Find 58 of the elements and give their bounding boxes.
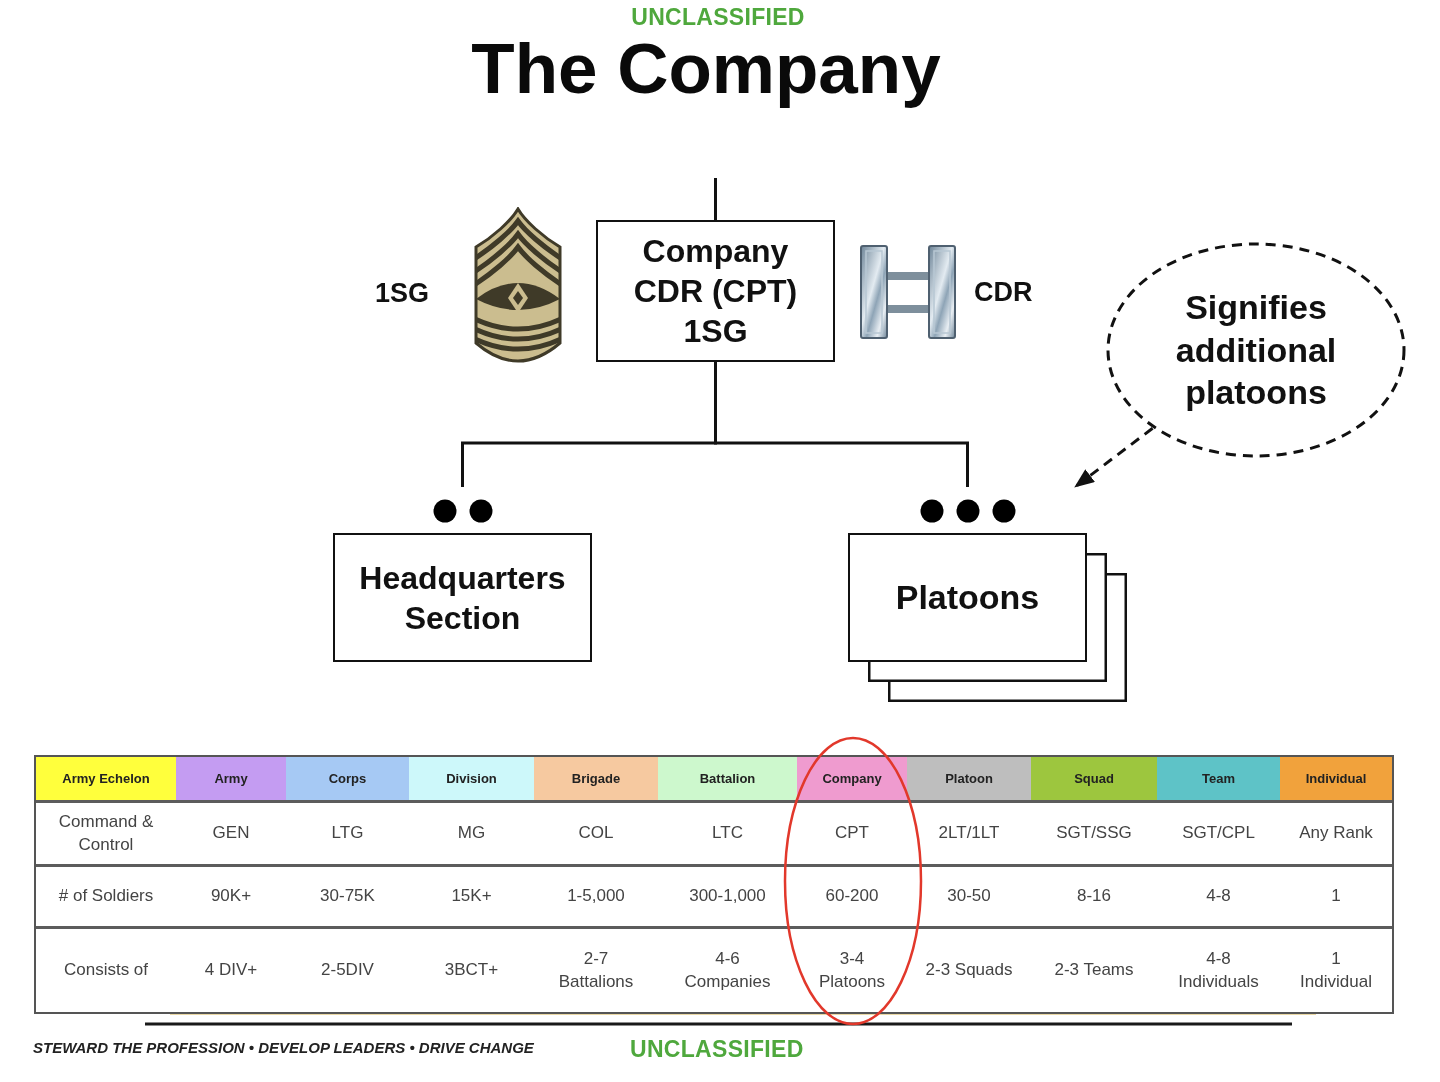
table-cell: 3BCT+ [409,926,534,1012]
table-cell: 4-8 [1157,864,1280,926]
table-cell: 3-4 Platoons [797,926,907,1012]
table-cell: 1-5,000 [534,864,658,926]
rank-label: 1SG [375,277,430,310]
table-cell: 2LT/1LT [907,800,1031,864]
table-cell: Any Rank [1280,800,1392,864]
table-cell: # of Soldiers [36,864,176,926]
classification-label: UNCLASSIFIED [630,1037,804,1063]
dashed-arrow [1074,427,1154,489]
header-cell: Company [797,757,907,800]
table-cell: 4-6 Companies [658,926,797,1012]
header-cell: Individual [1280,757,1392,800]
node-text: Company CDR (CPT) 1SG [632,232,799,351]
table-cell: 15K+ [409,864,534,926]
table-cell: 2-3 Squads [907,926,1031,1012]
table-cell: 8-16 [1031,864,1157,926]
table-cell: 1 Individual [1280,926,1392,1012]
classification-label: UNCLASSIFIED [631,5,805,31]
table-cell: Consists of [36,926,176,1012]
table-cell: SGT/CPL [1157,800,1280,864]
header-cell: Corps [286,757,409,800]
connector-line [714,178,717,220]
table-cell: 90K+ [176,864,286,926]
table-cell: COL [534,800,658,864]
table-cell: SGT/SSG [1031,800,1157,864]
header-cell: Battalion [658,757,797,800]
table-cell: 2-5DIV [286,926,409,1012]
header-cell: Division [409,757,534,800]
table-cell: 2-7 Battalions [534,926,658,1012]
header-cell: Team [1157,757,1280,800]
node-text: Headquarters Section [358,558,567,638]
table-cell: 4-8 Individuals [1157,926,1280,1012]
header-cell: Army Echelon [36,757,176,800]
table-cell: 60-200 [797,864,907,926]
table-cell: LTC [658,800,797,864]
rank-label: CDR [974,276,1033,309]
table-cell: GEN [176,800,286,864]
node-text: Platoons [895,577,1040,619]
header-cell: Platoon [907,757,1031,800]
table-cell: MG [409,800,534,864]
header-cell: Brigade [534,757,658,800]
table-cell: 30-50 [907,864,1031,926]
table-cell: 30-75K [286,864,409,926]
org-box [596,220,835,362]
table-cell: 4 DIV+ [176,926,286,1012]
motto-text: STEWARD THE PROFESSION • DEVELOP LEADERS • DRIVE CHANGE [33,1039,534,1057]
connector-line [714,362,969,487]
node-text: Signifies additional platoons [1174,287,1338,414]
table-cell: Command & Control [36,800,176,864]
table-cell: LTG [286,800,409,864]
table-cell: 1 [1280,864,1392,926]
table-cell: 2-3 Teams [1031,926,1157,1012]
title: The Company [471,30,941,109]
table-cell: CPT [797,800,907,864]
header-cell: Army [176,757,286,800]
header-cell: Squad [1031,757,1157,800]
table-cell: 300-1,000 [658,864,797,926]
